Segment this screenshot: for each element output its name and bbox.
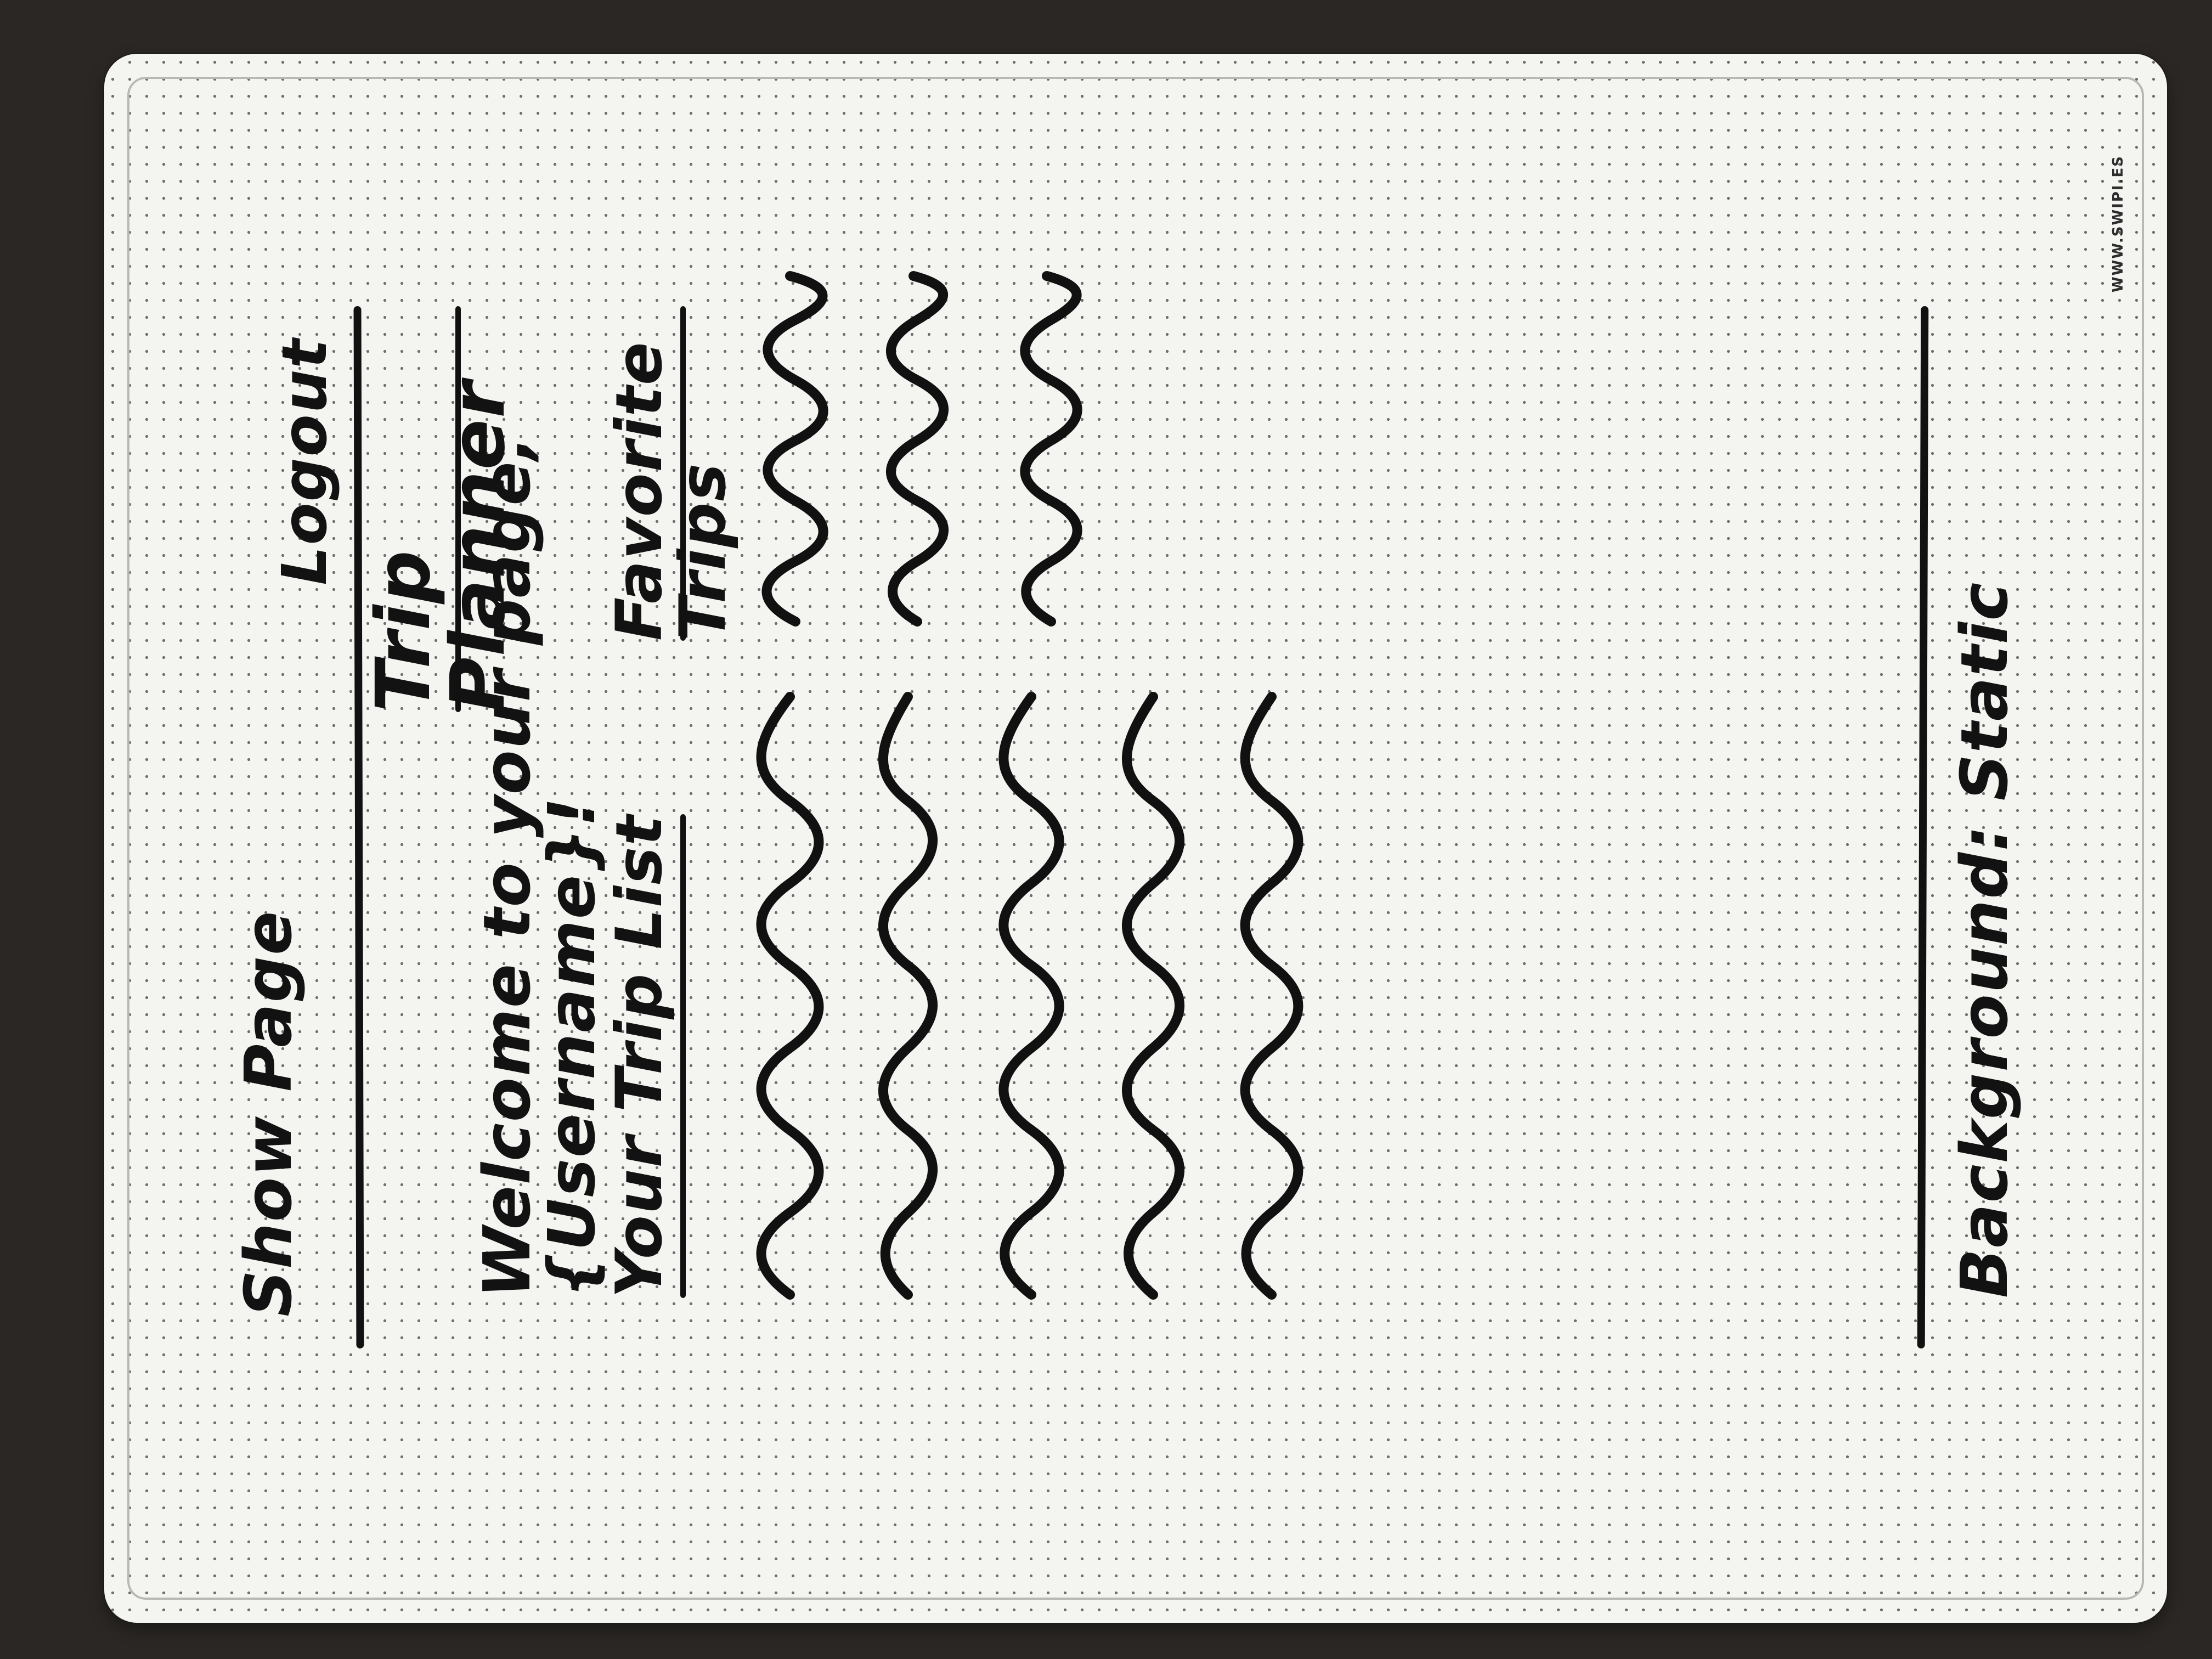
trip-list-item-placeholder bbox=[878, 692, 938, 1300]
placeholder-stroke bbox=[756, 692, 824, 1300]
header: Show Page Logout bbox=[230, 338, 341, 1317]
favorite-trip-item-placeholder bbox=[1020, 271, 1082, 627]
placeholder-stroke bbox=[998, 692, 1064, 1300]
favorite-trip-item[interactable] bbox=[752, 270, 828, 627]
trip-list-item[interactable] bbox=[993, 691, 1070, 1300]
page-name-label: Show Page bbox=[230, 910, 306, 1317]
favorite-trip-item-placeholder bbox=[761, 271, 828, 627]
header-divider bbox=[353, 306, 364, 1349]
app-title-underline bbox=[455, 306, 461, 712]
favorite-trips-heading-underline bbox=[680, 306, 686, 641]
favorite-trips-heading-text: Favorite Trips bbox=[602, 341, 740, 641]
welcome-message: Welcome to your page, {Username}! bbox=[469, 435, 610, 1298]
placeholder-stroke bbox=[761, 271, 828, 627]
trip-list-item[interactable] bbox=[1114, 691, 1190, 1300]
brand-text: WWW.SWIPI.ES bbox=[2110, 155, 2126, 292]
trip-list-item-placeholder bbox=[1240, 692, 1304, 1300]
trip-list-item[interactable] bbox=[1229, 691, 1306, 1300]
footer-divider bbox=[1917, 306, 1929, 1349]
trip-list-item[interactable] bbox=[746, 691, 824, 1300]
trip-list-item[interactable] bbox=[867, 691, 944, 1300]
favorite-trips-heading: Favorite Trips bbox=[602, 306, 740, 641]
ui-sketch: Show Page Logout Trip Planner Welcome to… bbox=[176, 271, 2167, 1349]
placeholder-stroke bbox=[886, 271, 949, 627]
placeholder-stroke bbox=[1122, 692, 1184, 1300]
trip-list-heading-underline bbox=[680, 814, 686, 1298]
board-inner-border bbox=[127, 77, 2144, 1600]
trip-list-heading-text: Your Trip List bbox=[602, 814, 676, 1298]
trip-list-item-placeholder bbox=[1122, 692, 1184, 1300]
placeholder-stroke bbox=[878, 692, 938, 1300]
whiteboard: WWW.SWIPI.ES Show Page Logout Trip Plann… bbox=[104, 54, 2167, 1623]
trip-list-heading: Your Trip List bbox=[602, 814, 686, 1298]
favorite-trip-item[interactable] bbox=[1009, 270, 1086, 627]
favorite-trip-item-placeholder bbox=[886, 271, 949, 627]
logout-link[interactable]: Logout bbox=[269, 338, 341, 585]
favorite-trip-item[interactable] bbox=[878, 270, 955, 627]
placeholder-stroke bbox=[1020, 271, 1082, 627]
trip-list-item-placeholder bbox=[998, 692, 1064, 1300]
placeholder-stroke bbox=[1240, 692, 1304, 1300]
trip-list-item-placeholder bbox=[756, 692, 824, 1300]
background-note: Background: Static bbox=[1946, 581, 2022, 1298]
